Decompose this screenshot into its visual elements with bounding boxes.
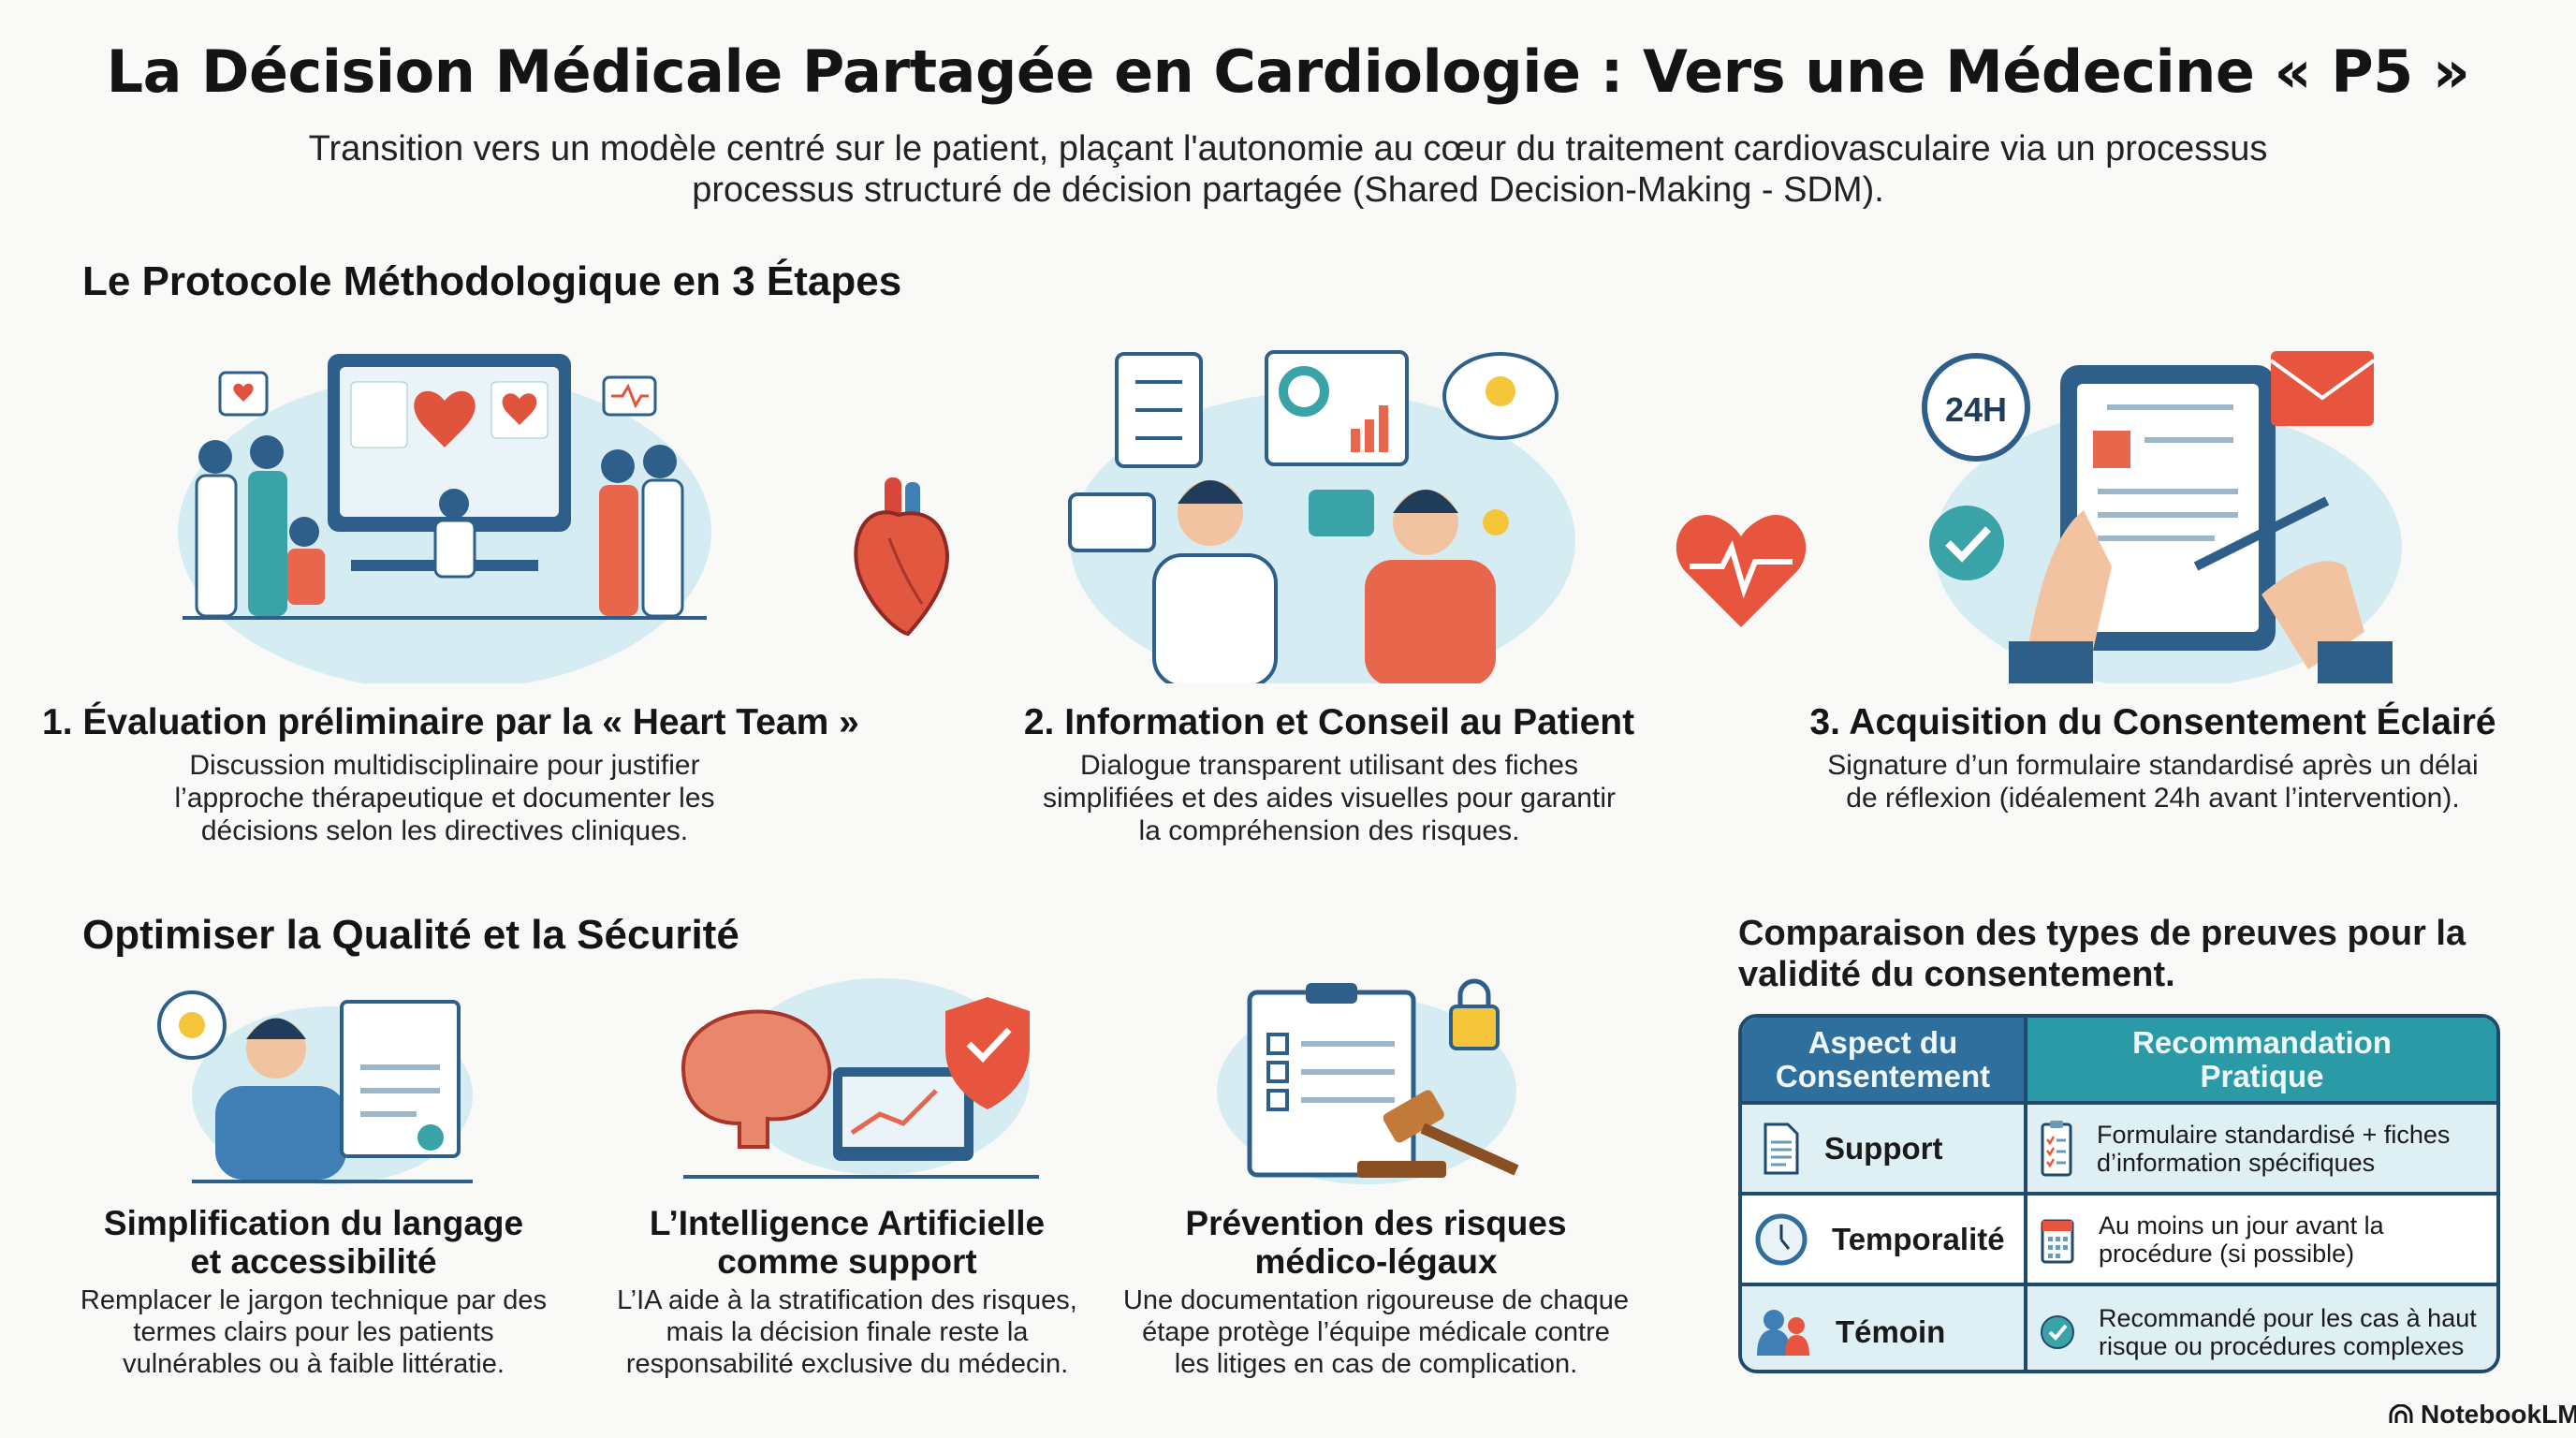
step-3-description: Signature d’un formulaire standardisé ap… [1750, 749, 2555, 814]
notebooklm-brand: NotebookLM [2389, 1400, 2576, 1430]
aspect-label: Support [1824, 1130, 1943, 1166]
header-line: Pratique [2200, 1058, 2324, 1093]
comparison-heading: Comparaison des types de preuves pour la… [1738, 913, 2466, 995]
simplified-language-illustration [157, 990, 473, 1184]
aspect-cell: Témoin [1742, 1286, 2027, 1370]
quality-item-2-description: L’IA aide à la stratification des risque… [585, 1284, 1109, 1380]
legal-prevention-illustration [1217, 978, 1519, 1184]
heart-team-illustration [178, 354, 711, 683]
title-line: Simplification du langage [103, 1204, 524, 1242]
desc-line: mais la décision finale reste la [666, 1317, 1029, 1347]
quality-item-2-title: L’Intelligence Artificielle comme suppor… [613, 1204, 1081, 1281]
desc-line: de réflexion (idéalement 24h avant l’int… [1846, 783, 2460, 814]
reco-line: d’information spécifiques [2097, 1148, 2376, 1177]
reco-line: Recommandé pour les cas à haut [2099, 1303, 2477, 1332]
desc-line: vulnérables ou à faible littératie. [123, 1349, 505, 1379]
desc-line: Remplacer le jargon technique par des [80, 1285, 548, 1315]
title-line: L’Intelligence Artificielle [649, 1204, 1046, 1242]
aspect-cell: Support [1742, 1105, 2027, 1192]
people-icon [1757, 1309, 1809, 1356]
ai-support-illustration [681, 978, 1039, 1179]
24h-badge: 24H [1945, 390, 2007, 429]
desc-line: étape protège l’équipe médicale contre [1142, 1317, 1610, 1347]
header-line: Consentement [1775, 1058, 1991, 1093]
desc-line: Une documentation rigoureuse de chaque [1122, 1285, 1630, 1315]
desc-line: Signature d’un formulaire standardisé ap… [1827, 750, 2479, 781]
aspect-cell: Temporalité [1742, 1196, 2027, 1283]
desc-line: simplifiées et des aides visuelles pour … [1043, 783, 1616, 814]
quality-item-1-description: Remplacer le jargon technique par des te… [51, 1284, 576, 1380]
aspect-label: Temporalité [1832, 1221, 2005, 1256]
quality-item-3-title: Prévention des risques médico-légaux [1142, 1204, 1610, 1281]
brand-label: NotebookLM [2421, 1400, 2576, 1429]
reco-line: procédure (si possible) [2099, 1239, 2355, 1268]
patient-counseling-illustration [1068, 350, 1575, 683]
title-line: Prévention des risques [1185, 1204, 1567, 1242]
desc-line: responsabilité exclusive du médecin. [625, 1349, 1069, 1379]
desc-line: décisions selon les directives cliniques… [200, 815, 689, 846]
page-title: La Décision Médicale Partagée en Cardiol… [106, 37, 2470, 106]
desc-line: les litiges en cas de complication. [1174, 1349, 1578, 1379]
step-1-title: 1. Évaluation préliminaire par la « Hear… [42, 702, 859, 742]
quality-heading: Optimiser la Qualité et la Sécurité [82, 912, 739, 958]
desc-line: Discussion multidisciplinaire pour justi… [189, 750, 700, 781]
reco-line: Formulaire standardisé + fiches [2097, 1120, 2451, 1149]
step-2-title: 2. Information et Conseil au Patient [1023, 702, 1635, 742]
subtitle-line-2: processus structuré de décision partagée… [692, 170, 1884, 210]
desc-line: Dialogue transparent utilisant des fiche… [1080, 750, 1578, 781]
quality-item-1-title: Simplification du langage et accessibili… [80, 1204, 548, 1281]
step-3-title: 3. Acquisition du Consentement Éclairé [1809, 702, 2496, 742]
heart-pulse-icon [1676, 515, 1807, 627]
clock-icon [1755, 1213, 1808, 1265]
protocol-heading: Le Protocole Méthodologique en 3 Étapes [82, 258, 902, 304]
quality-item-3-description: Une documentation rigoureuse de chaque é… [1114, 1284, 1638, 1380]
header-line: Aspect du [1808, 1024, 1958, 1060]
header-line: Recommandation [2132, 1024, 2392, 1060]
notebooklm-logo-icon [2389, 1404, 2413, 1423]
desc-line: l’approche thérapeutique et documenter l… [174, 783, 715, 814]
title-line: comme support [717, 1242, 977, 1281]
check-circle-icon [2041, 1314, 2074, 1349]
heading-line: validité du consentement. [1738, 955, 2175, 994]
desc-line: L’IA aide à la stratification des risque… [617, 1285, 1077, 1315]
calendar-icon [2041, 1219, 2074, 1263]
aspect-label: Témoin [1836, 1313, 1946, 1349]
subtitle-line-1: Transition vers un modèle centré sur le … [308, 129, 2268, 169]
reco-line: risque ou procédures complexes [2099, 1331, 2465, 1360]
document-icon [1764, 1123, 1799, 1174]
heading-line: Comparaison des types de preuves pour la [1738, 914, 2466, 953]
title-line: médico-légaux [1254, 1242, 1498, 1281]
consent-signature-illustration: 24H [1922, 351, 2402, 683]
anatomical-heart-icon [854, 477, 949, 637]
desc-line: la compréhension des risques. [1138, 815, 1520, 846]
reco-line: Au moins un jour avant la [2099, 1211, 2384, 1240]
step-2-description: Dialogue transparent utilisant des fiche… [927, 749, 1732, 847]
clipboard-icon [2041, 1120, 2072, 1176]
title-line: et accessibilité [190, 1242, 437, 1281]
step-1-description: Discussion multidisciplinaire pour justi… [42, 749, 847, 847]
desc-line: termes clairs pour les patients [133, 1317, 494, 1347]
